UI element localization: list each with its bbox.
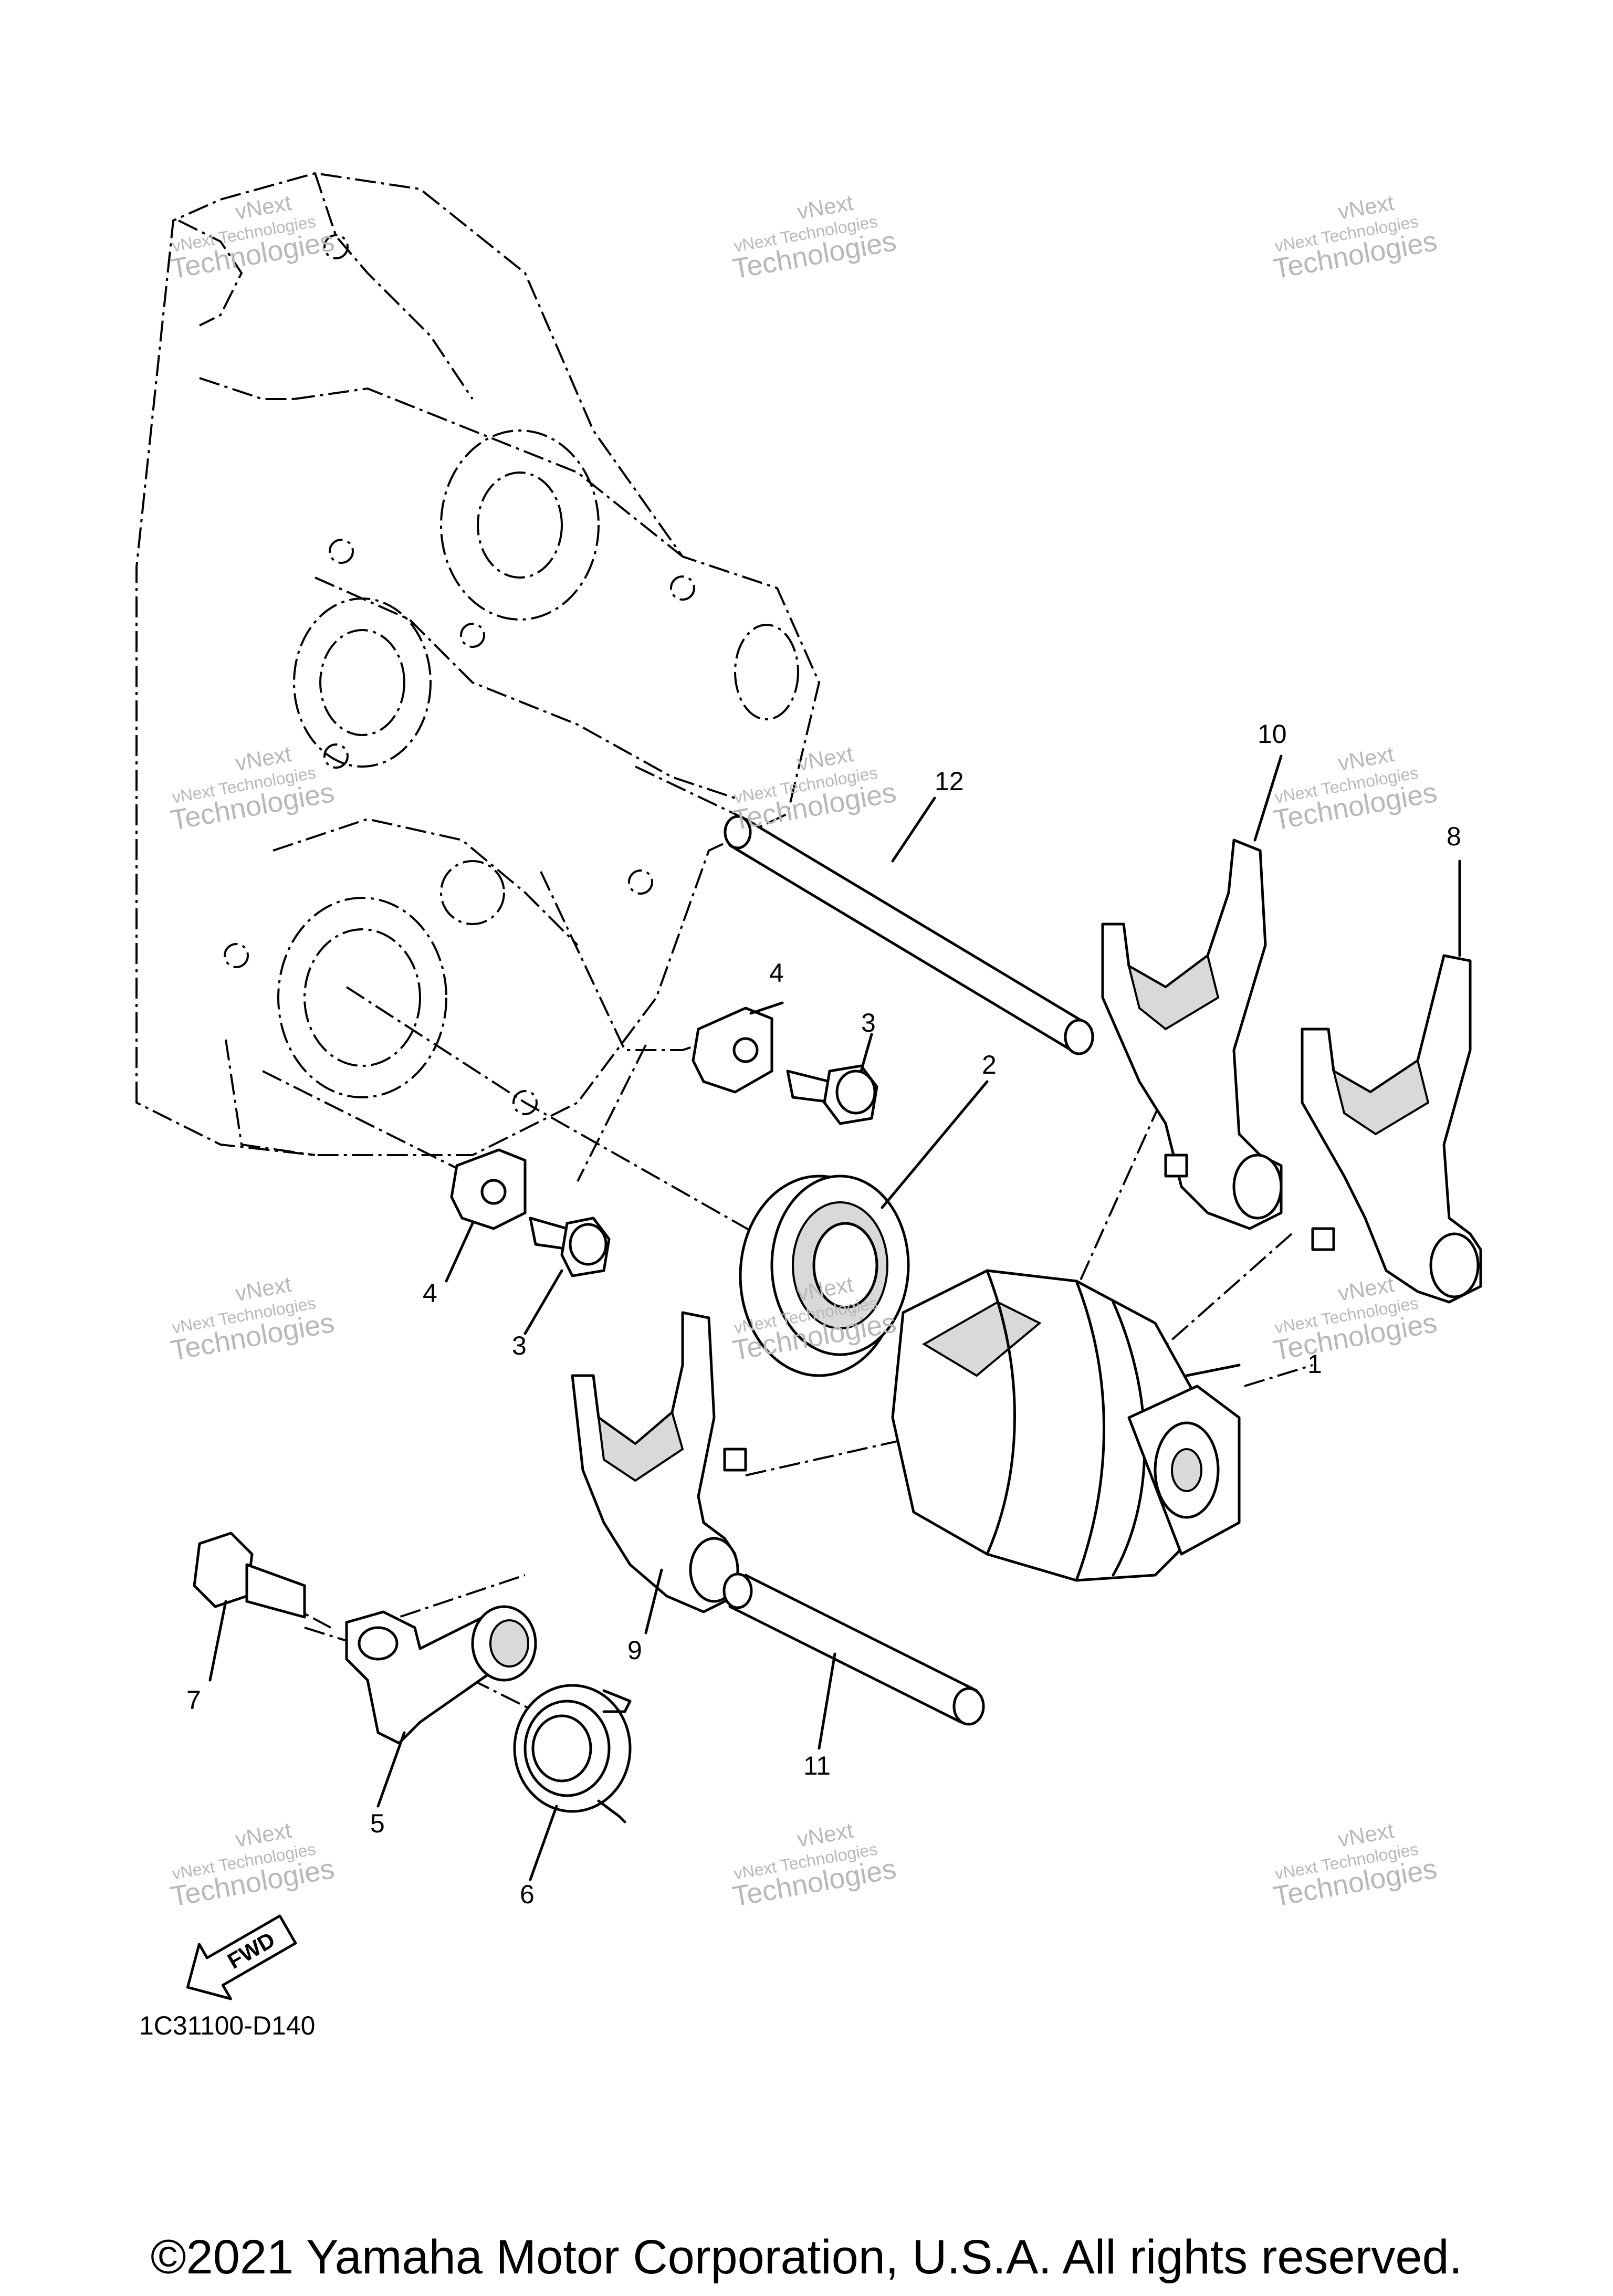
callout-6: 6 bbox=[520, 1880, 535, 1909]
crankcase-outline bbox=[135, 172, 821, 1156]
part-4-stopper-plate-upper bbox=[692, 1007, 773, 1094]
watermark: vNext vNext Technologies Technologies bbox=[1271, 741, 1439, 836]
part-10-shift-fork bbox=[1101, 838, 1283, 1230]
callout-1: 1 bbox=[1307, 1349, 1322, 1379]
callout-12: 12 bbox=[935, 767, 964, 796]
part-1-shift-drum bbox=[891, 1269, 1241, 1582]
fwd-arrow-icon: FWD bbox=[186, 1914, 297, 2000]
callout-7: 7 bbox=[186, 1685, 201, 1715]
watermark: vNext vNext Technologies Technologies bbox=[168, 190, 337, 285]
part-3-bolt-upper bbox=[786, 1064, 878, 1125]
part-8-shift-fork bbox=[1301, 954, 1482, 1304]
watermark: vNext vNext Technologies Technologies bbox=[730, 741, 898, 836]
callout-labels: 1 2 3 3 4 4 5 6 7 8 9 10 11 12 bbox=[186, 719, 1461, 1909]
callout-5: 5 bbox=[370, 1809, 385, 1838]
part-4-stopper-plate-lower bbox=[450, 1148, 527, 1230]
part-5-stopper-lever bbox=[345, 1605, 537, 1745]
copyright-notice: ©2021 Yamaha Motor Corporation, U.S.A. A… bbox=[151, 2230, 1462, 2284]
watermark: vNext vNext Technologies Technologies bbox=[1271, 190, 1439, 285]
callout-2: 2 bbox=[982, 1050, 997, 1079]
callout-9: 9 bbox=[627, 1635, 642, 1665]
watermark: vNext vNext Technologies Technologies bbox=[168, 1272, 337, 1367]
watermark: vNext vNext Technologies Technologies bbox=[730, 1818, 898, 1913]
part-12-shift-fork-shaft bbox=[724, 815, 1094, 1055]
callout-8: 8 bbox=[1447, 822, 1461, 851]
callout-leaders bbox=[208, 754, 1461, 1881]
part-9-shift-fork bbox=[571, 1311, 747, 1613]
callout-4-upper: 4 bbox=[769, 958, 784, 988]
part-6-spring bbox=[513, 1684, 632, 1823]
watermark: vNext vNext Technologies Technologies bbox=[168, 741, 337, 836]
watermark: vNext vNext Technologies Technologies bbox=[1271, 1818, 1439, 1913]
part-7-bolt bbox=[193, 1532, 306, 1619]
part-3-bolt-lower bbox=[529, 1217, 611, 1277]
watermark: vNext vNext Technologies Technologies bbox=[730, 190, 898, 285]
callout-4-lower: 4 bbox=[423, 1278, 437, 1308]
part-2-bearing bbox=[739, 1175, 910, 1377]
callout-3-lower: 3 bbox=[512, 1331, 527, 1360]
watermark: vNext vNext Technologies Technologies bbox=[168, 1818, 337, 1913]
callout-10: 10 bbox=[1258, 719, 1287, 749]
part-11-shift-fork-shaft bbox=[722, 1572, 985, 1726]
callout-11: 11 bbox=[803, 1751, 831, 1780]
callout-3-upper: 3 bbox=[861, 1008, 876, 1037]
reference-code: 1C31100-D140 bbox=[139, 2011, 315, 2040]
